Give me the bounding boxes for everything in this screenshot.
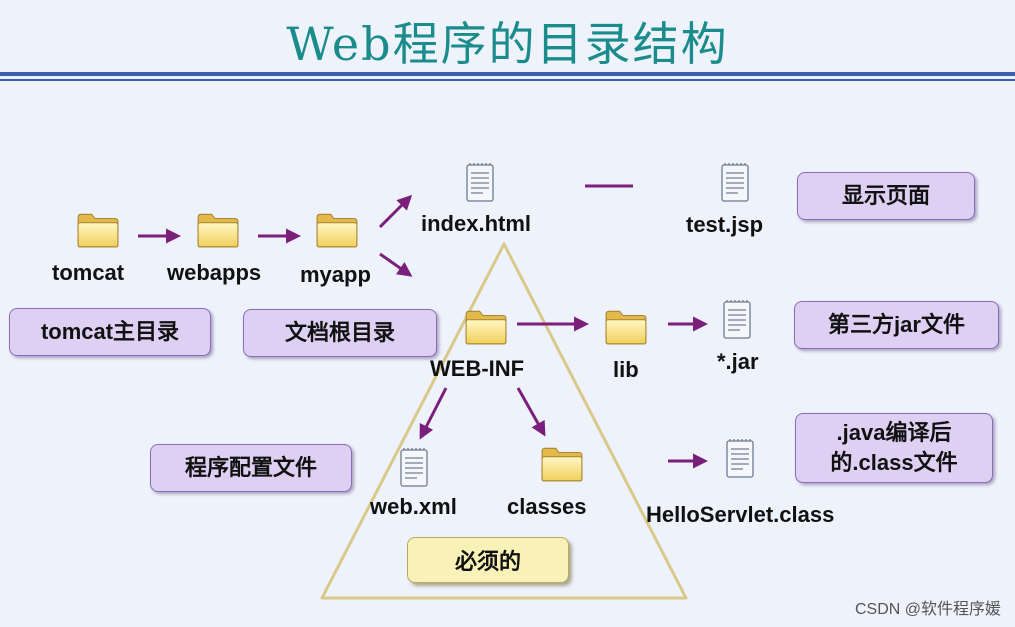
document-icon-jar (723, 299, 751, 339)
note-tomcat-home: tomcat主目录 (9, 308, 211, 356)
arrow-web-inf-classes (516, 387, 546, 437)
document-icon-web-xml (400, 447, 428, 487)
node-label-lib: lib (613, 357, 639, 382)
folder-icon-myapp (316, 213, 358, 248)
note-third-party-jar: 第三方jar文件 (794, 301, 999, 349)
document-icon-hello-servlet (726, 438, 754, 478)
folder-icon-webapps (197, 213, 239, 248)
note-doc-root: 文档根目录 (243, 309, 437, 357)
arrow-myapp-index (378, 194, 413, 229)
title-rule-thin (0, 79, 1015, 81)
folder-icon-tomcat (77, 213, 119, 248)
title-rule (0, 72, 1015, 76)
watermark: CSDN @软件程序媛 (854, 601, 1001, 618)
note-display-page: 显示页面 (797, 172, 975, 220)
document-icon-test-jsp (721, 162, 749, 202)
folder-icon-web-inf (465, 310, 507, 345)
node-label-hello-servlet: HelloServlet.class (646, 502, 835, 527)
node-label-webapps: webapps (167, 260, 262, 285)
required-label: 必须的 (407, 537, 569, 583)
node-label-web-inf: WEB-INF (430, 356, 525, 381)
node-label-web-xml: web.xml (370, 494, 457, 519)
node-label-test-jsp: test.jsp (686, 212, 764, 237)
node-label-index-html: index.html (421, 211, 532, 236)
note-compiled-java: .java编译后的.class文件 (795, 413, 993, 483)
node-label-jar: *.jar (717, 349, 759, 374)
node-label-myapp: myapp (300, 262, 371, 287)
page-title: Web程序的目录结构 (286, 17, 729, 71)
arrow-web-inf-web-xml (419, 387, 448, 440)
node-label-classes: classes (507, 494, 587, 519)
document-icon-index-html (466, 162, 494, 202)
required-triangle (320, 242, 688, 600)
node-label-tomcat: tomcat (52, 260, 125, 285)
folder-icon-lib (605, 310, 647, 345)
arrow-myapp-web-inf (379, 252, 413, 277)
note-config-file: 程序配置文件 (150, 444, 352, 492)
folder-icon-classes (541, 447, 583, 482)
